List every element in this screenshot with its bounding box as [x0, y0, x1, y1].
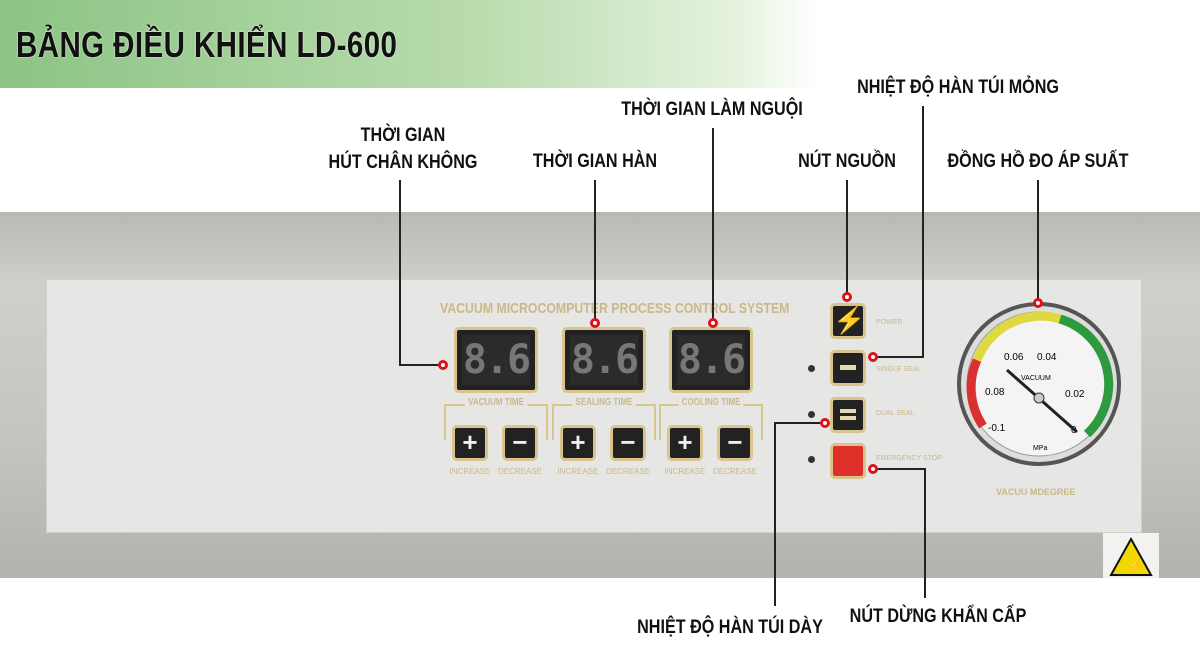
callout-sealing-time: THỜI GIAN HÀN	[532, 151, 658, 172]
gauge-tick: 0.02	[1065, 389, 1085, 400]
leader-line	[399, 180, 401, 366]
warning-sign: ⚡	[1103, 533, 1159, 578]
decrease-label: DECREASE	[712, 467, 757, 476]
leader-line	[774, 422, 776, 606]
page-title: BẢNG ĐIỀU KHIỂN LD-600	[16, 24, 398, 65]
power-label: POWER	[876, 319, 903, 326]
gauge-tick: 0.04	[1037, 352, 1057, 363]
callout-emergency: NÚT DỪNG KHẨN CẤP	[849, 606, 1027, 627]
leader-line	[774, 422, 824, 424]
dual-seal-button[interactable]	[830, 397, 866, 433]
increase-label: INCREASE	[664, 467, 706, 476]
increase-label: INCREASE	[557, 467, 599, 476]
pressure-gauge: 0.06 0.04 0.08 0.02 -0.1 0 VACUUM MPa	[957, 302, 1121, 466]
vacuum-increase-button[interactable]: +	[452, 425, 488, 461]
callout-dot	[1033, 298, 1043, 308]
callout-thick-seal: NHIỆT ĐỘ HÀN TÚI DÀY	[637, 617, 823, 638]
emergency-stop-button[interactable]	[830, 443, 866, 479]
leader-line	[846, 180, 848, 294]
decrease-label: DECREASE	[605, 467, 650, 476]
callout-dot	[708, 318, 718, 328]
callout-dot	[820, 418, 830, 428]
leader-line	[922, 106, 924, 358]
callout-dot	[868, 464, 878, 474]
single-seal-indicator	[808, 365, 815, 372]
vacuum-time-display: 8.6	[454, 327, 538, 393]
callout-thin-seal: NHIỆT ĐỘ HÀN TÚI MỎNG	[857, 77, 1059, 98]
cooling-time-display: 8.6	[669, 327, 753, 393]
cooling-decrease-button[interactable]: −	[717, 425, 753, 461]
emergency-indicator	[808, 456, 815, 463]
callout-cooling-time: THỜI GIAN LÀM NGUỘI	[621, 99, 803, 120]
sealing-time-display: 8.6	[562, 327, 646, 393]
callout-dot	[868, 352, 878, 362]
leader-line	[712, 128, 714, 320]
cooling-time-group: COOLING TIME	[659, 397, 763, 440]
leader-line	[594, 180, 596, 320]
vacuum-time-group: VACUUM TIME	[444, 397, 548, 440]
system-title: VACUUM MICROCOMPUTER PROCESS CONTROL SYS…	[440, 300, 790, 317]
gauge-center-label: VACUUM	[1021, 375, 1051, 382]
increase-label: INCREASE	[449, 467, 491, 476]
emergency-stop-label: EMERGENCY STOP	[876, 455, 942, 462]
svg-text:⚡: ⚡	[1127, 558, 1144, 575]
callout-dot	[438, 360, 448, 370]
callout-power: NÚT NGUỒN	[798, 151, 896, 172]
gauge-tick: 0.06	[1004, 352, 1024, 363]
leader-line	[1037, 180, 1039, 300]
dual-seal-label: DUAL SEAL	[876, 410, 915, 417]
cooling-increase-button[interactable]: +	[667, 425, 703, 461]
leader-line	[924, 468, 926, 598]
callout-dot	[842, 292, 852, 302]
leader-line	[874, 356, 924, 358]
dual-seal-indicator	[808, 411, 815, 418]
sealing-time-group: SEALING TIME	[552, 397, 656, 440]
header-banner	[0, 0, 1200, 88]
leader-line	[399, 364, 441, 366]
callout-gauge: ĐỒNG HỒ ĐO ÁP SUẤT	[947, 151, 1129, 172]
single-seal-button[interactable]	[830, 350, 866, 386]
sealing-decrease-button[interactable]: −	[610, 425, 646, 461]
single-seal-label: SINGLE SEAL	[876, 366, 922, 373]
gauge-caption: VACUU MDEGREE	[996, 487, 1076, 497]
vacuum-decrease-button[interactable]: −	[502, 425, 538, 461]
gauge-unit: MPa	[1033, 445, 1048, 452]
sealing-increase-button[interactable]: +	[560, 425, 596, 461]
leader-line	[874, 468, 926, 470]
gauge-tick: 0.08	[985, 387, 1005, 398]
callout-dot	[590, 318, 600, 328]
power-button[interactable]: ⚡	[830, 303, 866, 339]
decrease-label: DECREASE	[497, 467, 542, 476]
gauge-tick: -0.1	[988, 423, 1006, 434]
